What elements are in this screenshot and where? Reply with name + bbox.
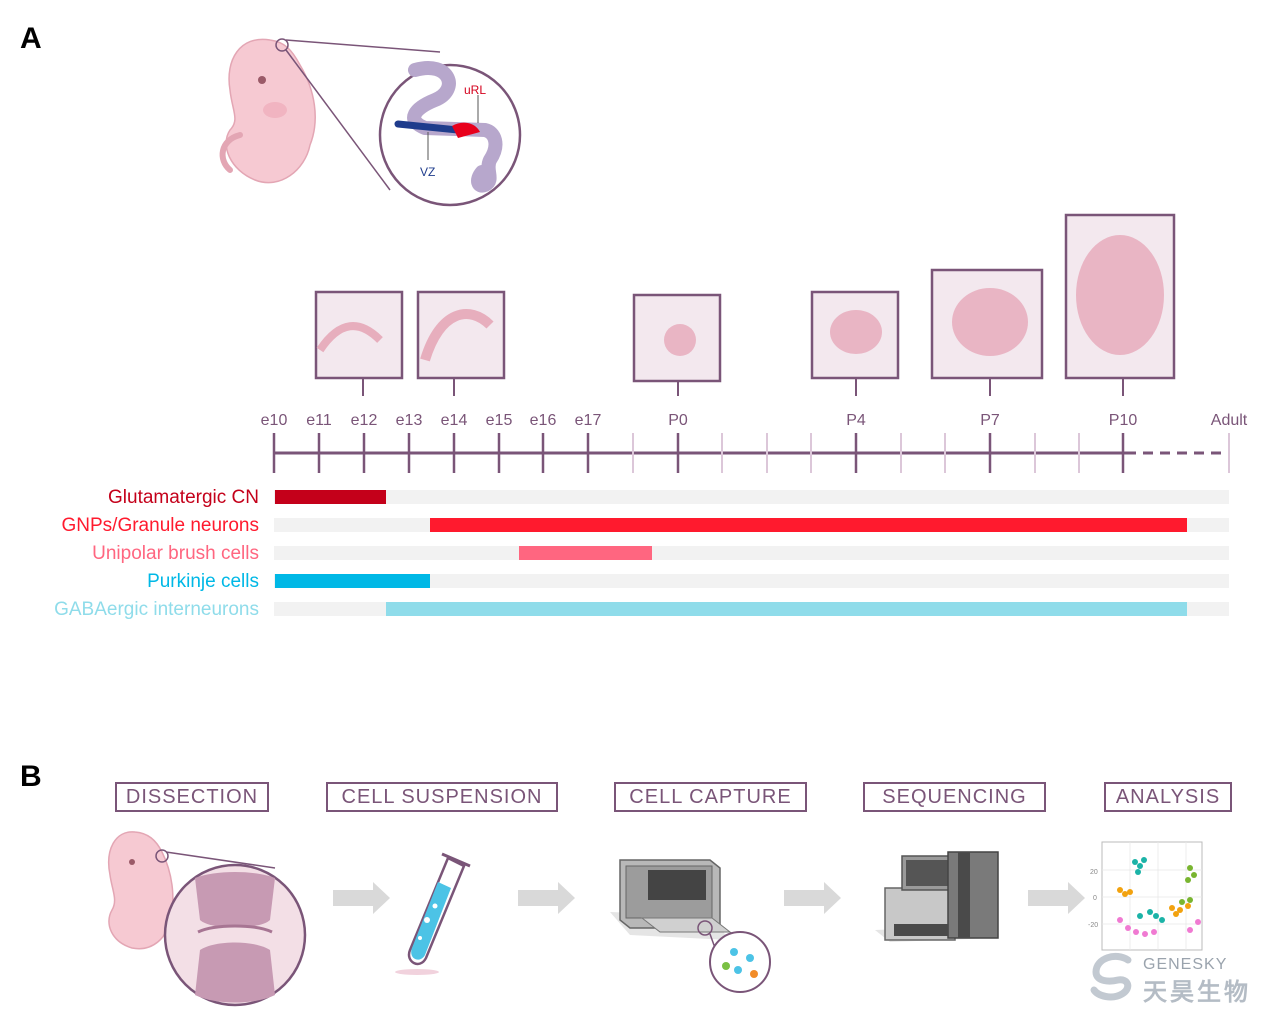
lineage-bar-gabaergic [386, 602, 1187, 616]
minor-ticks [632, 433, 1230, 473]
panel-label-b: B [20, 760, 42, 793]
url-label: uRL [464, 83, 486, 97]
watermark-text-cn: 天昊生物 [1143, 979, 1251, 1006]
tick-labels: e10 e11 e12 e13 e14 e15 e16 e17 P0 P4 P7… [261, 412, 1248, 429]
arrow-icon [333, 882, 390, 914]
embryo-zoom-illustration: uRL VZ [219, 38, 522, 207]
histology-p4 [810, 290, 900, 396]
tick-label-p0: P0 [668, 412, 688, 429]
tick-label-e10: e10 [261, 412, 288, 429]
tick-label-p7: P7 [980, 412, 1000, 429]
tick-label-e11: e11 [306, 412, 332, 429]
development-timeline: e10 e11 e12 e13 e14 e15 e16 e17 P0 P4 P7… [54, 213, 1248, 620]
vz-label: VZ [420, 165, 435, 179]
lineage-bar-gnps-granule [430, 518, 1187, 532]
plot-tick-label: 20 [1090, 869, 1098, 876]
tick-label-p10: P10 [1109, 412, 1138, 429]
tick-label-p4: P4 [846, 412, 866, 429]
histology-e12 [314, 290, 404, 396]
tick-label-e13: e13 [396, 412, 423, 429]
tick-label-e15: e15 [486, 412, 513, 429]
tick-label-e14: e14 [441, 412, 468, 429]
histology-p10 [1064, 213, 1176, 396]
major-ticks [272, 433, 1125, 473]
plot-tick-label: 0 [1093, 895, 1097, 902]
workflow-illustrations: 20 0 -20 [108, 831, 1203, 1007]
step-sequencing: SEQUENCING [863, 782, 1046, 812]
lineage-label-gnps-granule: GNPs/Granule neurons [62, 515, 260, 536]
lineage-label-purkinje: Purkinje cells [147, 571, 259, 592]
cell-capture-machine-icon [610, 859, 771, 993]
tick-label-e12: e12 [351, 412, 378, 429]
lineage-tracks [274, 490, 1229, 616]
lineage-bar-purkinje [275, 574, 430, 588]
histology-e14 [416, 290, 506, 396]
histology-p7 [930, 268, 1044, 396]
step-dissection: DISSECTION [115, 782, 269, 812]
tick-label-e17: e17 [575, 412, 602, 429]
tick-label-e16: e16 [530, 412, 557, 429]
step-analysis: ANALYSIS [1104, 782, 1232, 812]
step-cell-suspension: CELL SUSPENSION [326, 782, 558, 812]
step-cell-capture: CELL CAPTURE [614, 782, 807, 812]
arrow-icon [784, 882, 841, 914]
histology-p0 [632, 293, 722, 396]
tick-label-adult: Adult [1211, 412, 1248, 429]
watermark-text: GENESKY [1143, 956, 1228, 973]
arrow-icon [1028, 882, 1085, 914]
lineage-bar-unipolar-brush [519, 546, 652, 560]
test-tube-icon [395, 852, 471, 975]
lineage-label-gabaergic: GABAergic interneurons [54, 599, 259, 620]
dissection-illustration [108, 831, 307, 1007]
arrow-icon [518, 882, 575, 914]
lineage-label-glutamatergic-cn: Glutamatergic CN [108, 487, 259, 508]
sequencer-icon [875, 851, 999, 942]
panel-label-a: A [20, 22, 42, 55]
lineage-label-unipolar-brush: Unipolar brush cells [92, 543, 259, 564]
genesky-logo-icon [1090, 953, 1132, 1001]
plot-tick-label: -20 [1088, 922, 1098, 929]
analysis-scatter-plot: 20 0 -20 [1088, 841, 1203, 951]
lineage-bar-glutamatergic-cn [275, 490, 386, 504]
